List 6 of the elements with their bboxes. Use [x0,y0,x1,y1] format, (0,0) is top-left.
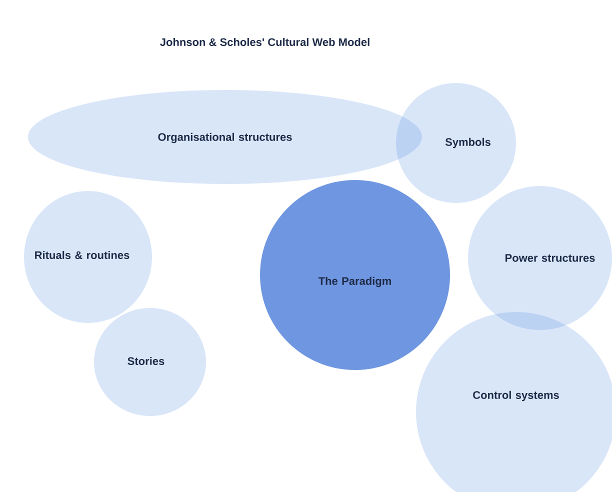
ellipse-node: Rituals & routines [24,191,152,323]
ellipse-node: Stories [94,308,206,416]
circle-node: Power structures [468,186,612,330]
circle-node: Symbols [396,83,516,203]
title: Johnson & Scholes' Cultural Web Model [160,38,370,46]
circle-node: The Paradigm [260,180,450,370]
